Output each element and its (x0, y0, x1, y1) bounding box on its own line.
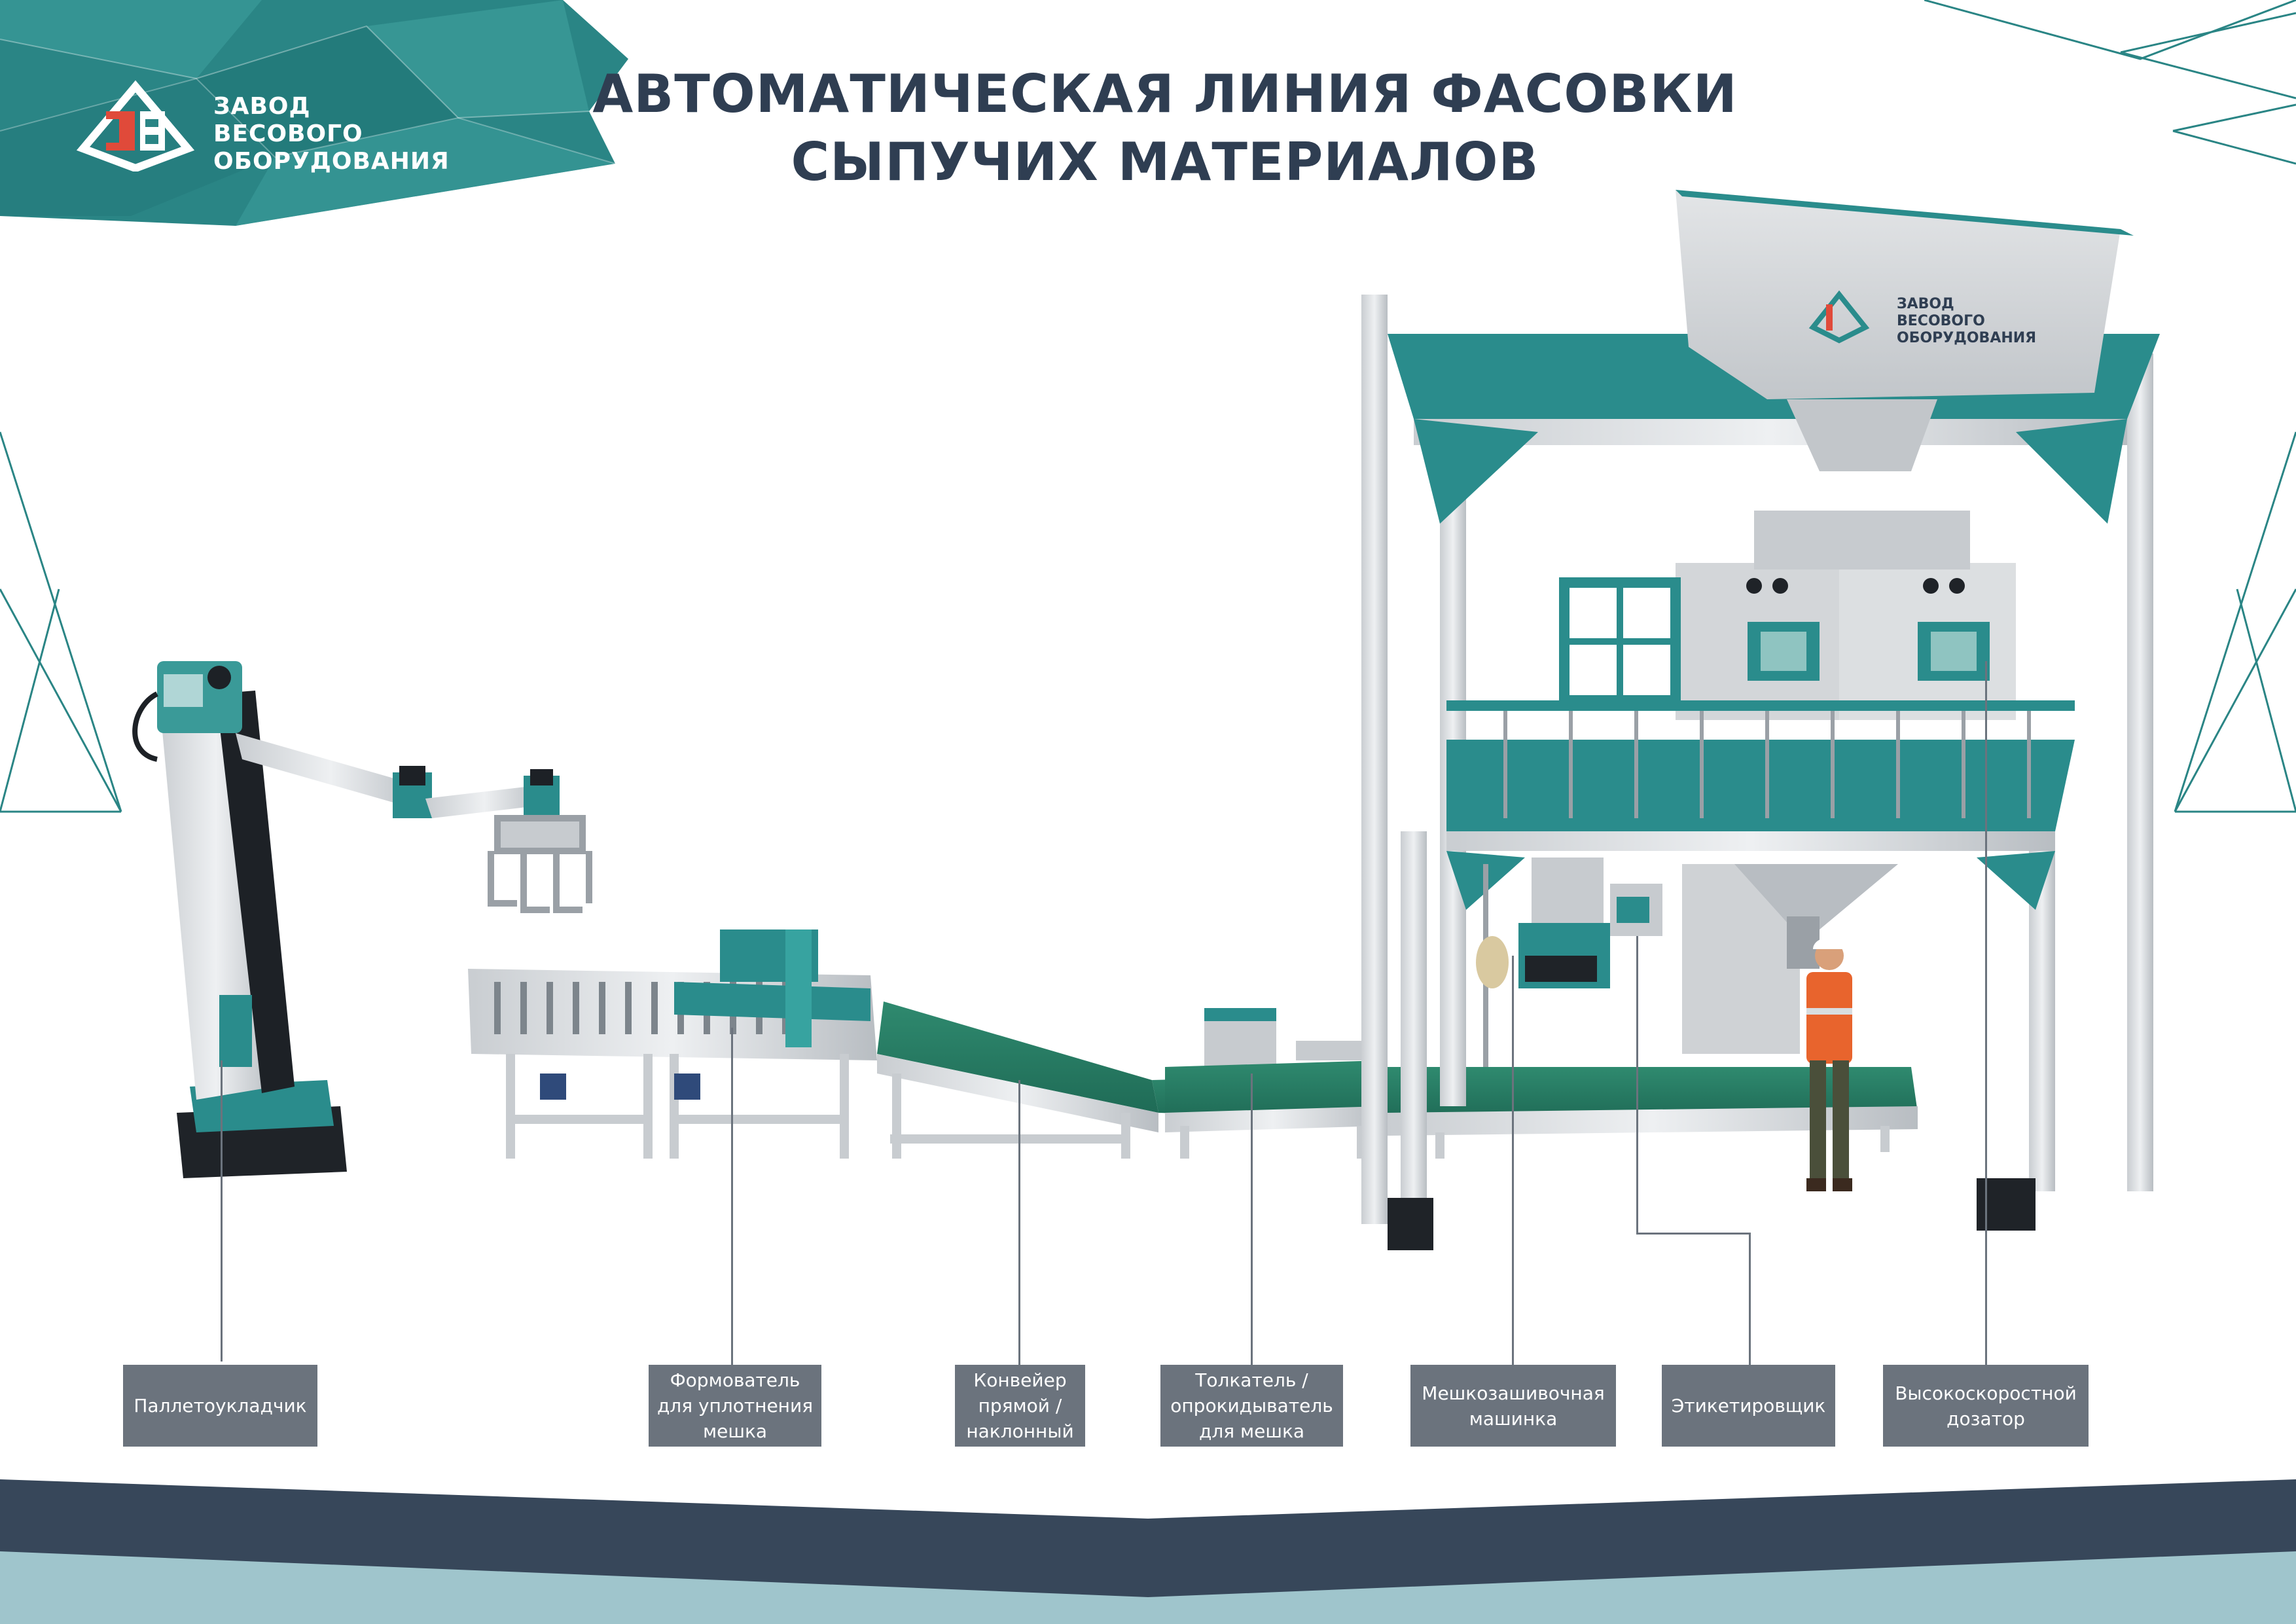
hopper-logo-line-3: ОБОРУДОВАНИЯ (1897, 330, 2037, 346)
callout-conveyor: Конвейер прямой / наклонный (955, 1365, 1085, 1447)
worker-figure (1806, 937, 1852, 1191)
leader-line-conveyor (1018, 1080, 1020, 1365)
doser-structure (1361, 190, 2160, 1250)
side-decoration-left (0, 431, 122, 813)
callout-labeler: Этикетировщик (1662, 1365, 1835, 1447)
callout-conveyor-label: Конвейер прямой / наклонный (966, 1369, 1074, 1442)
leader-line-labeler-vertical-1 (1636, 936, 1638, 1234)
logo-line-3: ОБОРУДОВАНИЯ (213, 148, 450, 175)
title-line-2: СЫПУЧИХ МАТЕРИАЛОВ (791, 132, 1539, 192)
footer-band (0, 1479, 2296, 1624)
callout-doser-label: Высокоскоростной дозатор (1895, 1382, 2077, 1430)
company-logo-text: ЗАВОД ВЕСОВОГО ОБОРУДОВАНИЯ (213, 93, 450, 175)
leader-line-palletizer (221, 1060, 223, 1362)
company-logo-icon (76, 80, 195, 171)
callout-palletizer: Паллетоукладчик (123, 1365, 317, 1447)
title-line-1: АВТОМАТИЧЕСКАЯ ЛИНИЯ ФАСОВКИ (592, 63, 1738, 124)
callout-pusher-label: Толкатель / опрокидыватель для мешка (1170, 1369, 1333, 1442)
logo-line-1: ЗАВОД (213, 93, 311, 120)
callout-sewing: Мешкозашивочная машинка (1410, 1365, 1616, 1447)
pusher-machine (1165, 1008, 1381, 1159)
hopper-logo-line-2: ВЕСОВОГО (1897, 313, 1985, 329)
corner-decoration-top-right (1924, 0, 2296, 165)
leader-line-labeler-horizontal (1636, 1233, 1751, 1235)
side-decoration-right (2174, 431, 2296, 813)
leader-line-pusher (1251, 1074, 1253, 1365)
callout-bag-former: Формователь для уплотнения мешка (649, 1365, 821, 1447)
leader-line-doser (1985, 661, 1987, 1365)
page-title: АВТОМАТИЧЕСКАЯ ЛИНИЯ ФАСОВКИ СЫПУЧИХ МАТ… (517, 60, 1813, 196)
leader-line-sewing (1512, 956, 1514, 1365)
logo-line-2: ВЕСОВОГО (213, 120, 363, 147)
hopper-logo-text: ЗАВОД ВЕСОВОГО ОБОРУДОВАНИЯ (1897, 296, 2036, 347)
hopper-logo-line-1: ЗАВОД (1897, 296, 1954, 312)
bag-former-machine (468, 929, 877, 1159)
main-conveyor (1388, 1067, 1918, 1159)
header-banner (0, 0, 628, 226)
callout-doser: Высокоскоростной дозатор (1883, 1365, 2089, 1447)
callout-bag-former-label: Формователь для уплотнения мешка (656, 1369, 814, 1442)
callout-sewing-label: Мешкозашивочная машинка (1422, 1382, 1605, 1430)
callout-palletizer-label: Паллетоукладчик (134, 1395, 307, 1416)
callout-labeler-label: Этикетировщик (1671, 1395, 1826, 1416)
leader-line-labeler-vertical-2 (1749, 1233, 1751, 1365)
callout-pusher: Толкатель / опрокидыватель для мешка (1160, 1365, 1343, 1447)
leader-line-bag-former (731, 1028, 733, 1365)
palletizer-machine (132, 661, 592, 1178)
